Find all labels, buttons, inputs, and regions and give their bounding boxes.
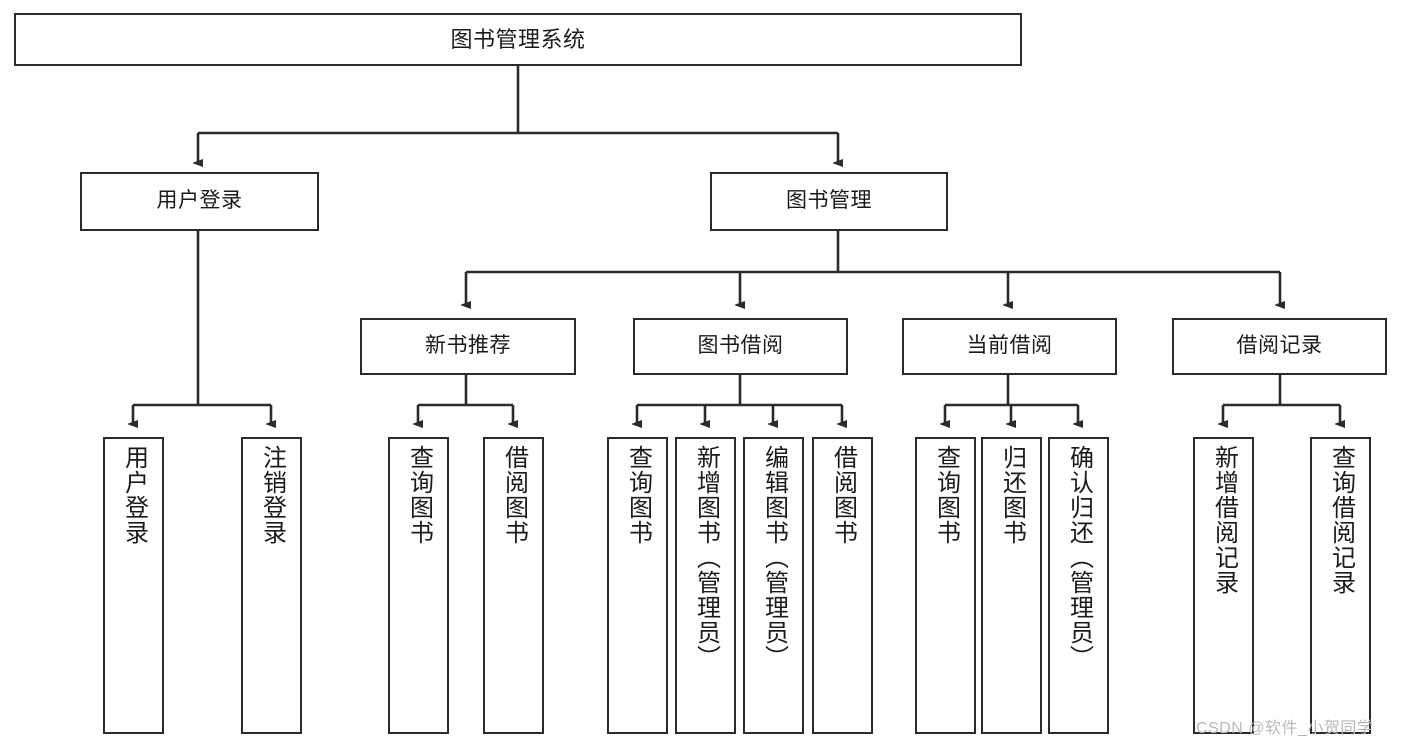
node-leaf-add-record[interactable]: 新增借阅记录: [1193, 437, 1254, 734]
node-leaf-user-login[interactable]: 用户登录: [103, 437, 164, 734]
node-borrow-record[interactable]: 借阅记录: [1172, 318, 1387, 375]
node-leaf-query-record[interactable]: 查询借阅记录: [1310, 437, 1371, 734]
node-leaf-confirm-return[interactable]: 确认归还（管理员）: [1048, 437, 1109, 734]
node-leaf-add-book-label: 新增图书（管理员）: [692, 445, 720, 670]
node-borrow-record-label: 借阅记录: [1236, 334, 1323, 358]
node-leaf-edit-book-label: 编辑图书（管理员）: [760, 445, 788, 670]
node-leaf-confirm-return-label: 确认归还（管理员）: [1065, 445, 1093, 670]
node-book-borrow-label: 图书借阅: [697, 334, 784, 358]
node-current-borrow-label: 当前借阅: [966, 334, 1053, 358]
node-root-label: 图书管理系统: [450, 26, 586, 52]
node-leaf-borrow-book-1-label: 借阅图书: [500, 445, 528, 545]
node-leaf-logout[interactable]: 注销登录: [241, 437, 302, 734]
node-leaf-return-book[interactable]: 归还图书: [981, 437, 1042, 734]
node-leaf-borrow-book-2[interactable]: 借阅图书: [812, 437, 873, 734]
node-leaf-return-book-label: 归还图书: [998, 445, 1026, 545]
node-leaf-logout-label: 注销登录: [258, 445, 286, 545]
node-leaf-query-book-1[interactable]: 查询图书: [388, 437, 449, 734]
node-leaf-borrow-book-2-label: 借阅图书: [829, 445, 857, 545]
node-leaf-add-book[interactable]: 新增图书（管理员）: [675, 437, 736, 734]
node-leaf-borrow-book-1[interactable]: 借阅图书: [483, 437, 544, 734]
node-leaf-query-book-1-label: 查询图书: [405, 445, 433, 545]
csdn-watermark: CSDN @软件_小贺同学: [1196, 720, 1374, 737]
node-leaf-query-book-2-label: 查询图书: [624, 445, 652, 545]
node-user-login-label: 用户登录: [156, 189, 243, 213]
node-leaf-edit-book[interactable]: 编辑图书（管理员）: [743, 437, 804, 734]
node-leaf-query-book-3[interactable]: 查询图书: [915, 437, 976, 734]
node-new-book-recommend-label: 新书推荐: [425, 334, 511, 358]
node-book-manage[interactable]: 图书管理: [710, 172, 948, 231]
node-leaf-user-login-label: 用户登录: [120, 445, 148, 545]
node-leaf-query-book-2[interactable]: 查询图书: [607, 437, 668, 734]
node-book-manage-label: 图书管理: [786, 189, 872, 213]
node-leaf-query-record-label: 查询借阅记录: [1327, 445, 1355, 595]
node-new-book-recommend[interactable]: 新书推荐: [360, 318, 576, 375]
node-current-borrow[interactable]: 当前借阅: [902, 318, 1117, 375]
node-leaf-query-book-3-label: 查询图书: [932, 445, 960, 545]
node-user-login[interactable]: 用户登录: [80, 172, 319, 231]
node-root[interactable]: 图书管理系统: [14, 13, 1022, 66]
node-book-borrow[interactable]: 图书借阅: [633, 318, 848, 375]
node-leaf-add-record-label: 新增借阅记录: [1210, 445, 1238, 595]
